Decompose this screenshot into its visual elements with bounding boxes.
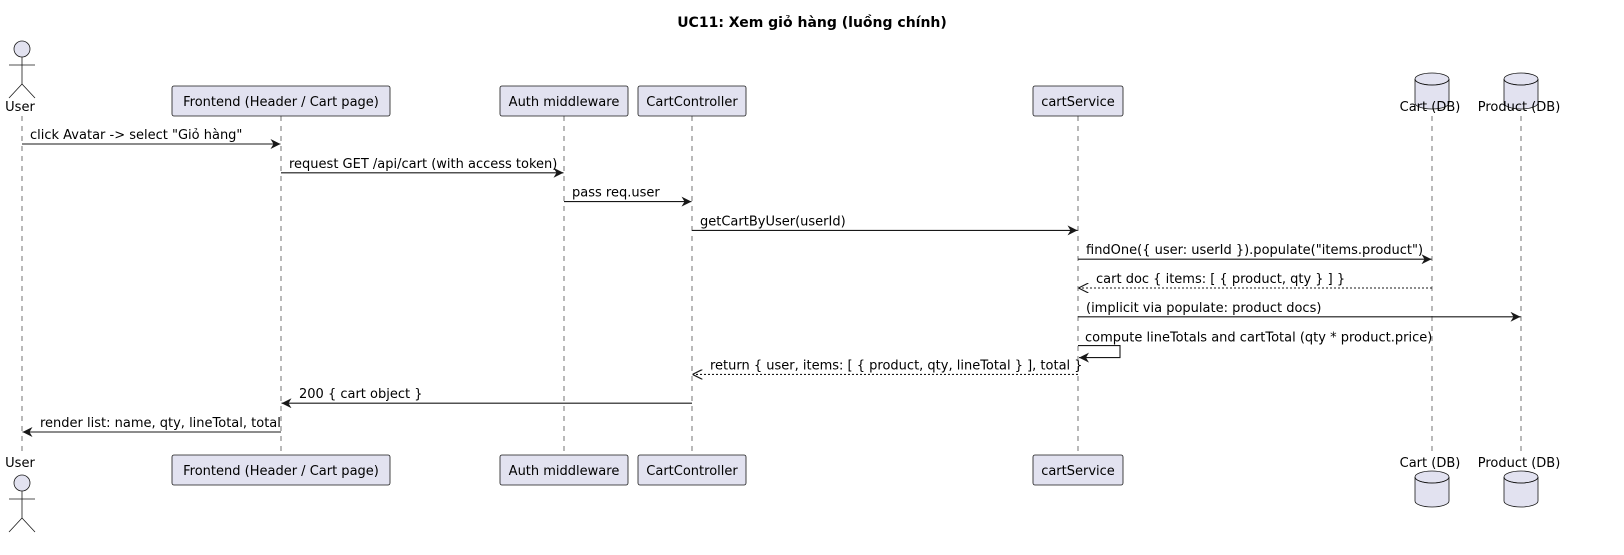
message-2: request GET /api/cart (with access token… — [281, 157, 564, 178]
database-icon-rim — [1414, 476, 1450, 484]
participant-label: CartController — [646, 464, 738, 479]
participant-controller-top: CartController — [637, 85, 747, 117]
participant-controller-bottom: CartController — [637, 454, 747, 486]
actor-icon-head — [13, 40, 31, 58]
participant-label: Frontend (Header / Cart page) — [183, 464, 379, 479]
message-9: return { user, items: [ { product, qty, … — [692, 358, 1083, 374]
participant-auth-top: Auth middleware — [499, 85, 629, 117]
participant-cartdb-bottom: Cart (DB) — [1400, 456, 1461, 508]
database-icon-body — [1414, 79, 1450, 110]
participant-service-bottom: cartService — [1032, 454, 1124, 486]
message-3: pass req.user — [564, 186, 692, 207]
message-label: cart doc { items: [ { product, qty } ] } — [1096, 272, 1345, 287]
database-icon-body — [1414, 477, 1450, 508]
participant-productdb-top: Product (DB) — [1478, 72, 1561, 115]
message-label: compute lineTotals and cartTotal (qty * … — [1085, 331, 1432, 346]
participant-label: Frontend (Header / Cart page) — [183, 95, 379, 110]
message-7: (implicit via populate: product docs) — [1078, 301, 1521, 322]
participant-label: Product (DB) — [1478, 100, 1561, 115]
participant-label: User — [5, 456, 35, 471]
database-icon-rim — [1414, 78, 1450, 86]
self-message-arrow — [1078, 345, 1121, 363]
participant-box — [171, 454, 391, 486]
participant-box — [499, 85, 629, 117]
actor-icon-leg-right — [21, 83, 36, 99]
actor-icon-leg-right — [21, 517, 36, 533]
message-label: return { user, items: [ { product, qty, … — [710, 358, 1083, 373]
participant-box — [171, 85, 391, 117]
database-icon-body — [1503, 477, 1539, 508]
participant-frontend-top: Frontend (Header / Cart page) — [171, 85, 391, 117]
participant-label: Cart (DB) — [1400, 100, 1461, 115]
participant-label: Cart (DB) — [1400, 456, 1461, 471]
database-icon-rim — [1503, 78, 1539, 86]
message-label: 200 { cart object } — [299, 387, 423, 402]
participant-box — [637, 454, 747, 486]
participant-box — [637, 85, 747, 117]
participant-productdb-bottom: Product (DB) — [1478, 456, 1561, 508]
message-label: render list: name, qty, lineTotal, total — [40, 416, 281, 431]
actor-icon-leg-left — [8, 83, 23, 99]
participant-label: Auth middleware — [509, 464, 620, 479]
message-11: render list: name, qty, lineTotal, total — [22, 416, 281, 437]
participant-user-bottom: User — [5, 456, 36, 533]
participant-label: Product (DB) — [1478, 456, 1561, 471]
message-4: getCartByUser(userId) — [692, 214, 1078, 236]
participant-box — [1032, 85, 1124, 117]
participant-box — [499, 454, 629, 486]
message-10: 200 { cart object } — [281, 387, 692, 409]
participant-label: CartController — [646, 95, 738, 110]
participant-cartdb-top: Cart (DB) — [1400, 72, 1461, 115]
participant-label: cartService — [1041, 95, 1115, 110]
database-icon-rim — [1503, 476, 1539, 484]
participant-label: Auth middleware — [509, 95, 620, 110]
participant-label: cartService — [1041, 464, 1115, 479]
message-label: request GET /api/cart (with access token… — [289, 157, 557, 172]
actor-icon-leg-left — [8, 517, 23, 533]
participant-user-top: User — [5, 40, 36, 115]
diagram-title: UC11: Xem giỏ hàng (luồng chính) — [677, 14, 947, 31]
message-8: compute lineTotals and cartTotal (qty * … — [1078, 331, 1432, 363]
message-label: findOne({ user: userId }).populate("item… — [1086, 243, 1423, 258]
database-icon-body — [1503, 79, 1539, 110]
message-label: (implicit via populate: product docs) — [1086, 301, 1321, 316]
message-5: findOne({ user: userId }).populate("item… — [1078, 243, 1432, 265]
participant-service-top: cartService — [1032, 85, 1124, 117]
participant-label: User — [5, 100, 35, 115]
actor-icon-head — [13, 474, 31, 492]
message-label: getCartByUser(userId) — [700, 214, 846, 229]
participant-auth-bottom: Auth middleware — [499, 454, 629, 486]
message-6: cart doc { items: [ { product, qty } ] } — [1078, 272, 1432, 288]
participant-frontend-bottom: Frontend (Header / Cart page) — [171, 454, 391, 486]
message-label: click Avatar -> select "Giỏ hàng" — [30, 128, 242, 143]
message-1: click Avatar -> select "Giỏ hàng" — [22, 128, 281, 149]
participant-box — [1032, 454, 1124, 486]
message-label: pass req.user — [572, 186, 660, 201]
